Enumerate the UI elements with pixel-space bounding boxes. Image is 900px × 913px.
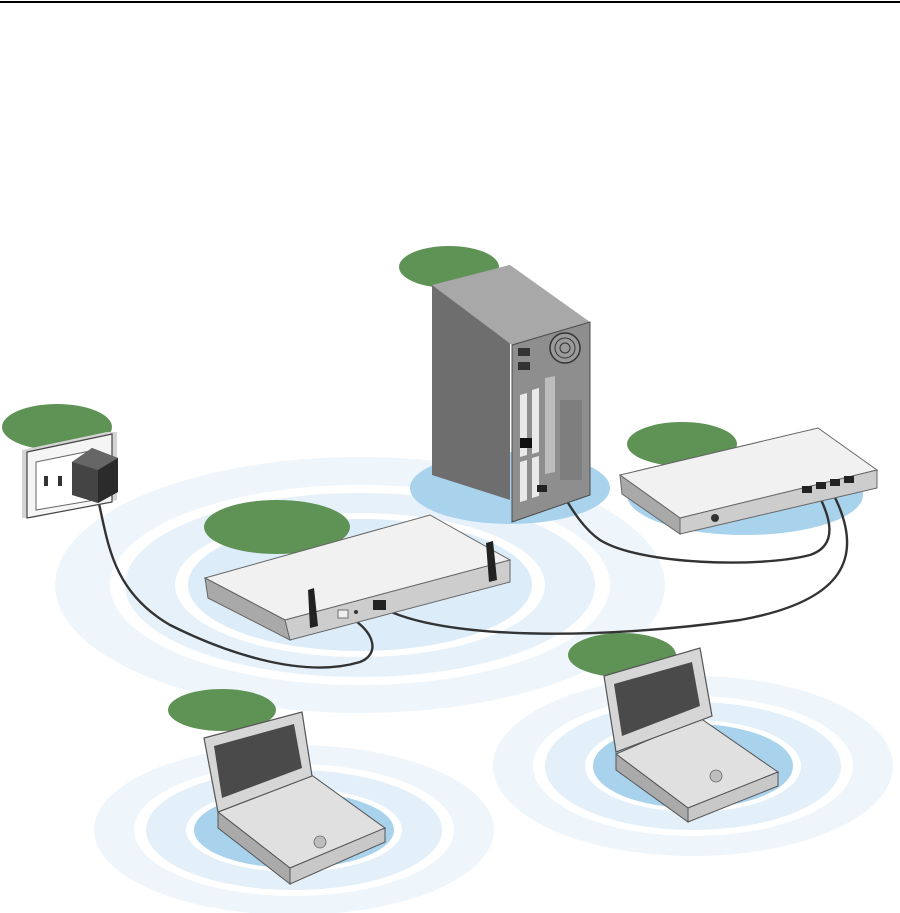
router-power-port bbox=[338, 610, 348, 618]
ethernet-port bbox=[520, 438, 532, 448]
router-ethernet-port bbox=[373, 600, 386, 610]
vent-grid bbox=[560, 400, 582, 480]
power-jack-icon bbox=[711, 514, 719, 522]
